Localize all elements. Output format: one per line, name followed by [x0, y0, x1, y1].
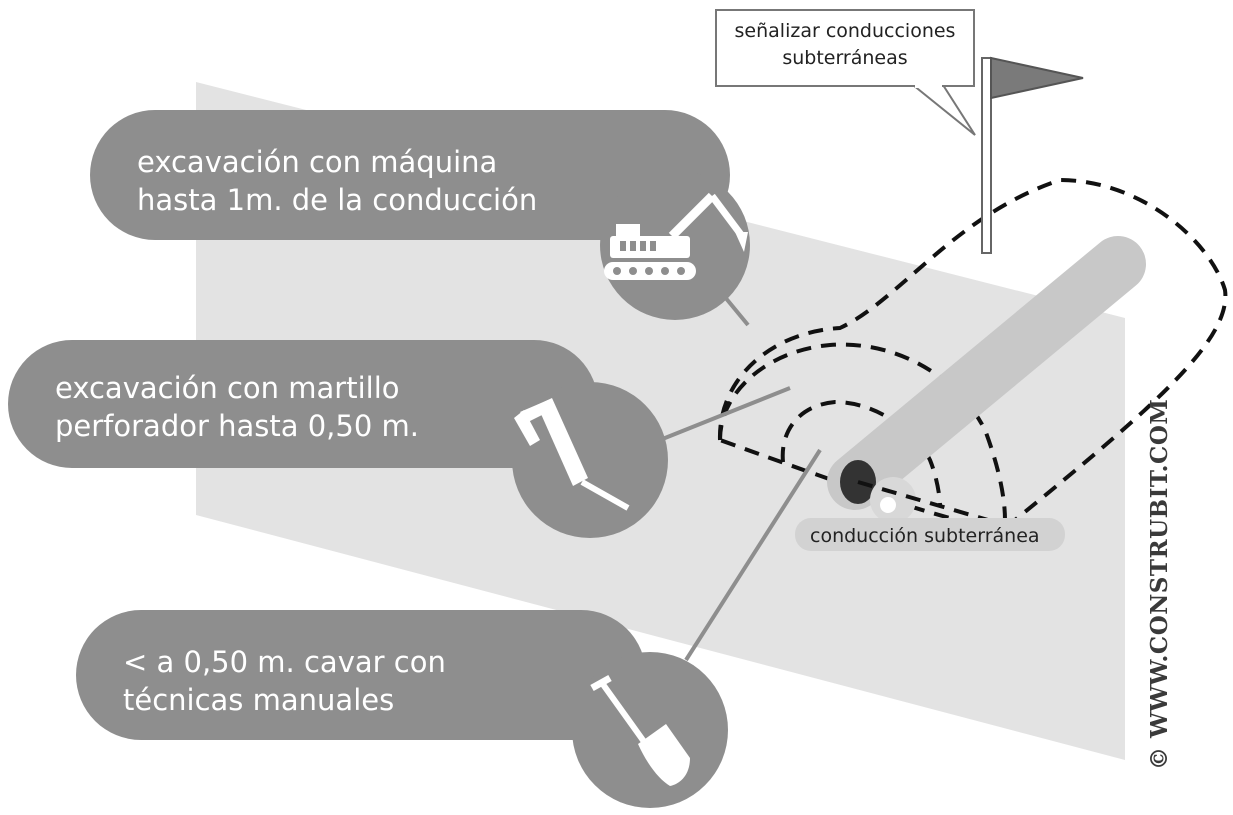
leader-line-jackhammer	[659, 386, 791, 442]
pipe-end-hole	[880, 497, 896, 513]
watermark: © WWW.CONSTRUBIT.COM	[1146, 398, 1173, 770]
label-manual-line-2: técnicas manuales	[123, 683, 395, 717]
callout-text: señalizar conducciones subterráneas	[716, 18, 974, 72]
label-machine-line-1: excavación con máquina	[137, 145, 498, 179]
leader-line-manual	[684, 448, 822, 662]
zone-jackhammer-outline	[718, 342, 1007, 521]
callout-bubble	[715, 9, 976, 136]
excavator-icon	[604, 192, 748, 280]
label-jackhammer-line-2: perforador hasta 0,50 m.	[55, 409, 419, 443]
label-machine: excavación con máquina hasta 1m. de la c…	[137, 143, 537, 219]
shovel-icon	[590, 674, 690, 786]
label-manual-line-1: < a 0,50 m. cavar con	[123, 645, 446, 679]
label-machine-line-2: hasta 1m. de la conducción	[137, 183, 538, 217]
pipe-label-pill	[795, 518, 1065, 551]
label-jackhammer: excavación con martillo perforador hasta…	[55, 369, 419, 445]
callout-line-1: señalizar conducciones	[734, 20, 956, 42]
zone-manual-outline	[780, 399, 942, 506]
callout-line-2: subterráneas	[782, 47, 908, 69]
wall-plane	[196, 82, 1125, 760]
zone-machine-outline	[717, 177, 1228, 531]
jackhammer-icon	[514, 398, 630, 511]
pipe-label: conducción subterránea	[810, 525, 1040, 547]
label-manual: < a 0,50 m. cavar con técnicas manuales	[123, 643, 446, 719]
flag-icon	[981, 56, 1084, 254]
label-jackhammer-line-1: excavación con martillo	[55, 371, 400, 405]
